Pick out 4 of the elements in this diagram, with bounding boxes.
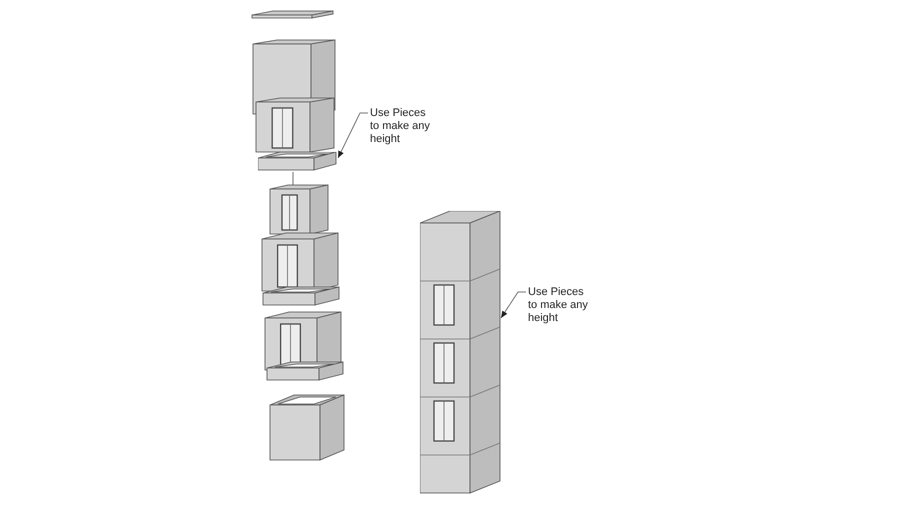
callout-text: Use Pieces to make any height: [370, 107, 436, 146]
leader-line: [338, 112, 368, 158]
callout-text: Use Pieces to make any height: [528, 286, 594, 325]
leader-line: [500, 292, 526, 318]
